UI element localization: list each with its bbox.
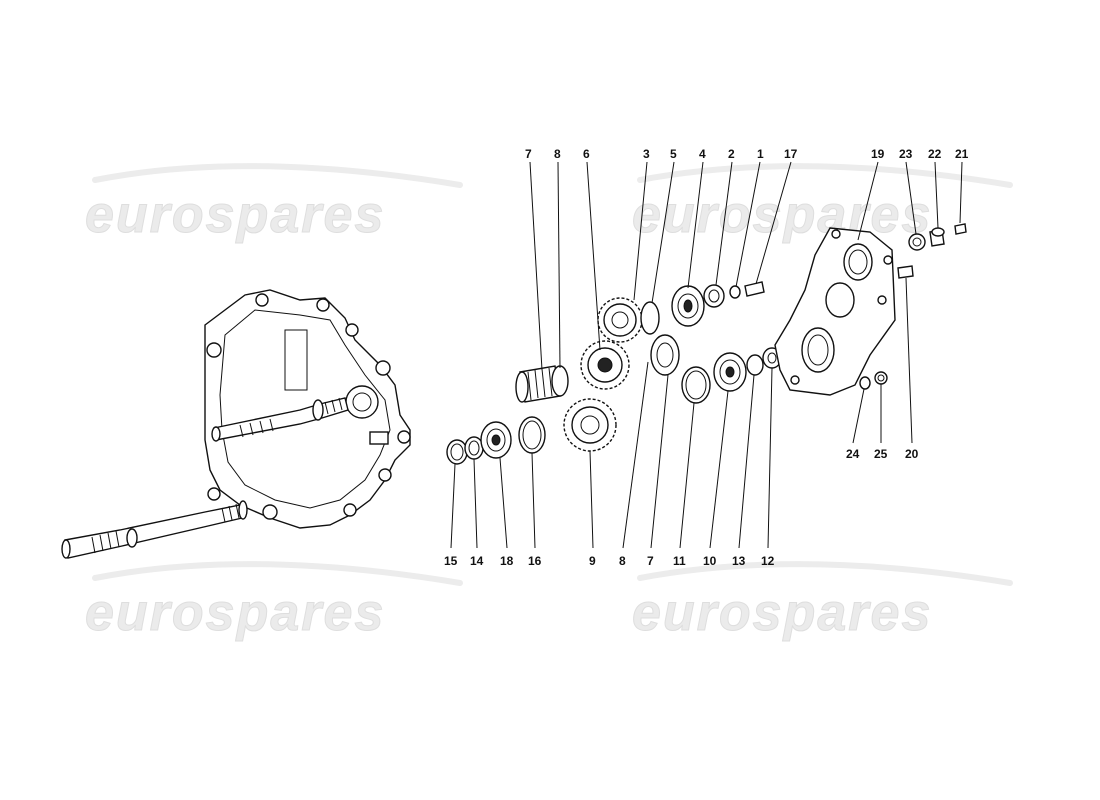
rear-small-parts [859,223,967,390]
upper-bearing-set [640,281,765,376]
washer-1 [729,285,741,299]
input-shaft [61,500,248,559]
callout-25: 25 [874,447,888,461]
callout-14: 14 [470,554,484,568]
nut-25 [874,371,888,385]
gear-stack [563,297,643,452]
callout-24: 24 [846,447,860,461]
callout-21: 21 [955,147,969,161]
watermark-top-right: eurospares [632,186,932,244]
callout-15: 15 [444,554,458,568]
circlip-11 [681,366,711,404]
watermarks: eurospares eurospares eurospares eurospa… [85,163,1013,643]
callouts-bottom: 15 14 18 16 9 8 7 11 10 13 12 24 25 20 [444,447,919,568]
callout-12: 12 [761,554,775,568]
callout-8-bottom: 8 [619,554,626,568]
ring-5 [640,301,660,335]
lower-bearing-set [681,347,782,404]
callout-13: 13 [732,554,746,568]
callout-19: 19 [871,147,885,161]
callout-11: 11 [673,554,686,568]
callout-10: 10 [703,554,717,568]
callout-8-top: 8 [554,147,561,161]
callout-17: 17 [784,147,798,161]
callout-9: 9 [589,554,596,568]
callout-3: 3 [643,147,650,161]
callout-23: 23 [899,147,913,161]
nut-2 [703,284,725,308]
watermark-bottom-right: eurospares [632,584,932,642]
bearing-8 [650,334,680,376]
spacer-14 [464,436,484,460]
washer-24 [859,376,871,390]
callout-16: 16 [528,554,542,568]
callout-7-top: 7 [525,147,532,161]
upper-shaft [211,397,349,442]
callout-1: 1 [757,147,764,161]
callout-6: 6 [583,147,590,161]
callouts-top: 7 8 6 3 5 4 2 1 17 19 23 22 21 [525,147,969,161]
callout-2: 2 [728,147,735,161]
leader-lines-bottom [450,277,913,549]
rear-cover [774,227,896,396]
callout-18: 18 [500,554,514,568]
leader-lines-top [529,161,963,371]
roller-bearing-left [515,365,569,403]
callout-22: 22 [928,147,942,161]
washer-13 [746,354,764,376]
callout-20: 20 [905,447,919,461]
callout-4: 4 [699,147,706,161]
watermark-top-left: eurospares [85,186,385,244]
screw-21 [954,223,967,235]
bolt-17 [744,281,765,297]
washer-23 [908,233,926,251]
watermark-bottom-left: eurospares [85,584,385,642]
callout-7-bottom: 7 [647,554,654,568]
callout-5: 5 [670,147,677,161]
lower-left-bearing-set [446,416,546,465]
stud-20 [897,265,914,279]
